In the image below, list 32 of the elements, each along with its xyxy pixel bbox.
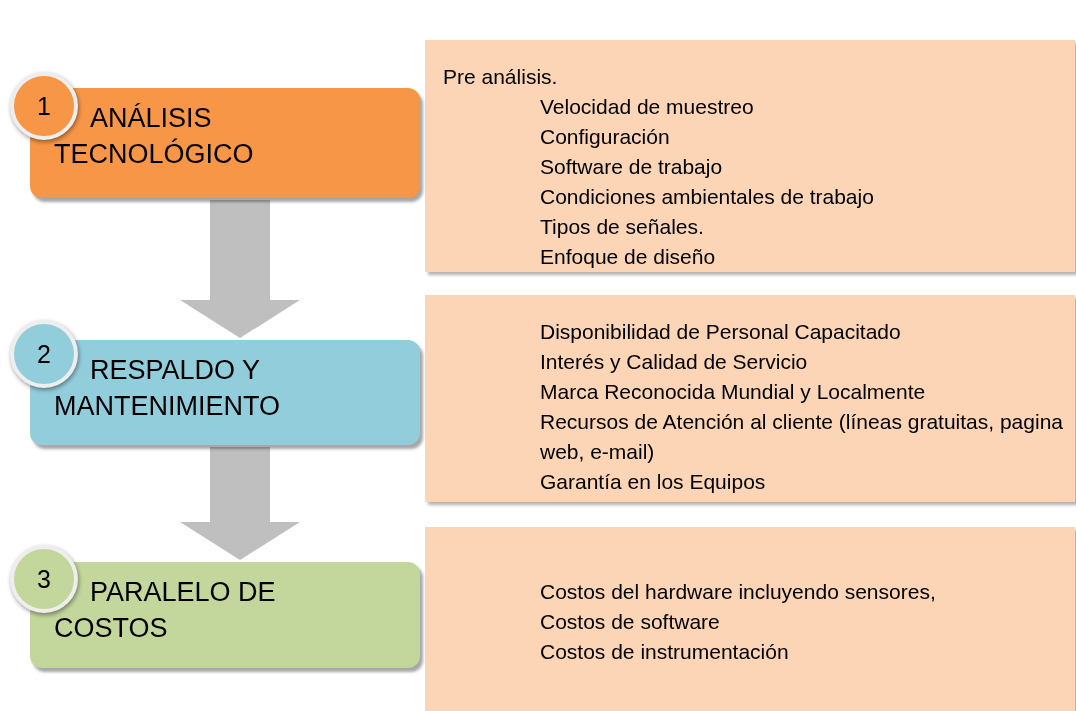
step-number: 1	[37, 91, 51, 121]
block-arrow	[180, 200, 300, 338]
step-number: 2	[37, 339, 51, 369]
step-box	[30, 562, 420, 668]
number-circle	[10, 72, 78, 140]
detail-item: Velocidad de muestreo	[539, 94, 755, 120]
detail-item: Disponibilidad de Personal Capacitado	[539, 319, 902, 345]
step-title: PARALELO DE COSTOS	[54, 576, 277, 645]
detail-item: Recursos de Atención al cliente (líneas gratuitas, pagina web, e-mail)	[539, 409, 1064, 465]
number-circle	[10, 320, 78, 388]
detail-item: Enfoque de diseño	[539, 244, 717, 270]
block-arrow	[180, 447, 300, 560]
detail-heading: Pre análisis.	[442, 64, 559, 90]
detail-item: Costos de software	[539, 609, 721, 635]
detail-item: Condiciones ambientales de trabajo	[539, 184, 875, 210]
detail-item: Costos de instrumentación	[539, 639, 790, 665]
detail-item: Costos del hardware incluyendo sensores,	[539, 579, 937, 605]
step-title: RESPALDO Y MANTENIMIENTO	[54, 354, 281, 423]
step-title: ANÁLISIS TECNOLÓGICO	[54, 102, 255, 171]
number-circle	[10, 545, 78, 613]
detail-panel	[425, 295, 1075, 502]
detail-item: Tipos de señales.	[539, 214, 705, 240]
detail-item: Configuración	[539, 124, 671, 150]
detail-item: Software de trabajo	[539, 154, 724, 180]
detail-item: Garantía en los Equipos	[539, 469, 767, 495]
step-number: 3	[37, 564, 51, 594]
detail-item: Interés y Calidad de Servicio	[539, 349, 809, 375]
step-box	[30, 340, 420, 445]
detail-panel	[425, 40, 1075, 272]
detail-panel	[425, 527, 1075, 711]
detail-item: Marca Reconocida Mundial y Localmente	[539, 379, 927, 405]
step-box	[30, 88, 420, 198]
